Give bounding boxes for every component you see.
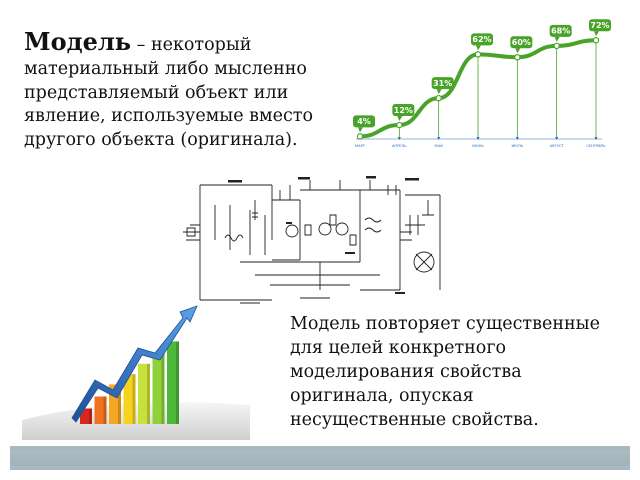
chart-stem-arrow bbox=[594, 137, 598, 140]
chart-value-badge bbox=[589, 19, 611, 32]
chart-point bbox=[356, 133, 364, 140]
chart-tick-label: ИЮЛЬ bbox=[511, 144, 523, 148]
chart-stem-arrow bbox=[397, 137, 401, 140]
chart-badge-pointer bbox=[436, 89, 442, 95]
growth-bar bbox=[167, 341, 179, 424]
chart-stem-arrow bbox=[476, 137, 480, 140]
definition-text: Модель – некоторый материальный либо мыс… bbox=[24, 30, 374, 153]
chart-data-label: 62% bbox=[472, 35, 491, 44]
chart-data-label: 72% bbox=[590, 21, 609, 30]
trend-arrow-icon bbox=[71, 305, 198, 423]
footer-bar bbox=[10, 446, 630, 470]
growth-bar-shade bbox=[147, 363, 150, 424]
chart-point bbox=[474, 51, 482, 58]
chart-data-label: 12% bbox=[394, 106, 413, 115]
chart-point bbox=[396, 121, 403, 129]
chart-badge-pointer bbox=[397, 116, 403, 122]
growth-bar bbox=[138, 363, 150, 424]
summary-text: Модель повторяет существенные для целей … bbox=[290, 314, 600, 430]
chart-value-badge bbox=[510, 36, 533, 49]
chart-badge-pointer bbox=[554, 36, 560, 42]
chart-data-label: 4% bbox=[357, 117, 371, 126]
growth-bar-shade bbox=[161, 353, 165, 424]
chart-badge-pointer bbox=[476, 45, 481, 51]
growth-bar bbox=[80, 408, 92, 424]
chart-point bbox=[435, 94, 442, 102]
growth-bar bbox=[152, 353, 165, 424]
growth-bar-shade bbox=[89, 408, 92, 424]
growth-bar bbox=[123, 374, 136, 424]
growth-bar bbox=[94, 396, 107, 424]
chart-value-badge bbox=[353, 115, 375, 128]
definition-body: – некоторый материальный либо мысленно п… bbox=[24, 35, 313, 151]
chart-tick-label: АВГУСТ bbox=[550, 144, 565, 148]
chart-tick-label: МАЙ bbox=[435, 143, 444, 148]
chart-data-label: 68% bbox=[551, 27, 570, 36]
chart-value-badge bbox=[471, 33, 493, 46]
chart-data-label: 60% bbox=[512, 38, 531, 47]
chart-tick-label: ИЮНЬ bbox=[472, 144, 484, 148]
growth-bar-shade bbox=[103, 396, 107, 424]
chart-tick-label: СЕНТЯБРЬ bbox=[586, 144, 606, 148]
chart-badge-pointer bbox=[358, 127, 363, 133]
chart-value-badge bbox=[392, 104, 415, 117]
chart-stem-arrow bbox=[515, 137, 519, 140]
chart-point bbox=[514, 54, 521, 61]
chart-data-label: 31% bbox=[433, 79, 452, 88]
chart-badge-pointer bbox=[594, 31, 599, 37]
chart-point bbox=[553, 42, 560, 50]
chart-stem-arrow bbox=[555, 137, 559, 140]
definition-term: Модель bbox=[24, 27, 132, 56]
chart-point bbox=[592, 37, 600, 44]
chart-value-badge bbox=[549, 24, 572, 37]
chart-tick-label: МАРТ bbox=[355, 144, 366, 148]
growth-bar-shade bbox=[176, 341, 179, 424]
chart-value-badge bbox=[431, 77, 454, 90]
chart-stem-arrow bbox=[437, 137, 441, 140]
chart-tick-label: АПРЕЛЬ bbox=[392, 144, 407, 148]
chart-badge-pointer bbox=[515, 48, 521, 54]
growth-bar-shade bbox=[118, 384, 121, 424]
growth-bar-shade bbox=[132, 374, 136, 424]
